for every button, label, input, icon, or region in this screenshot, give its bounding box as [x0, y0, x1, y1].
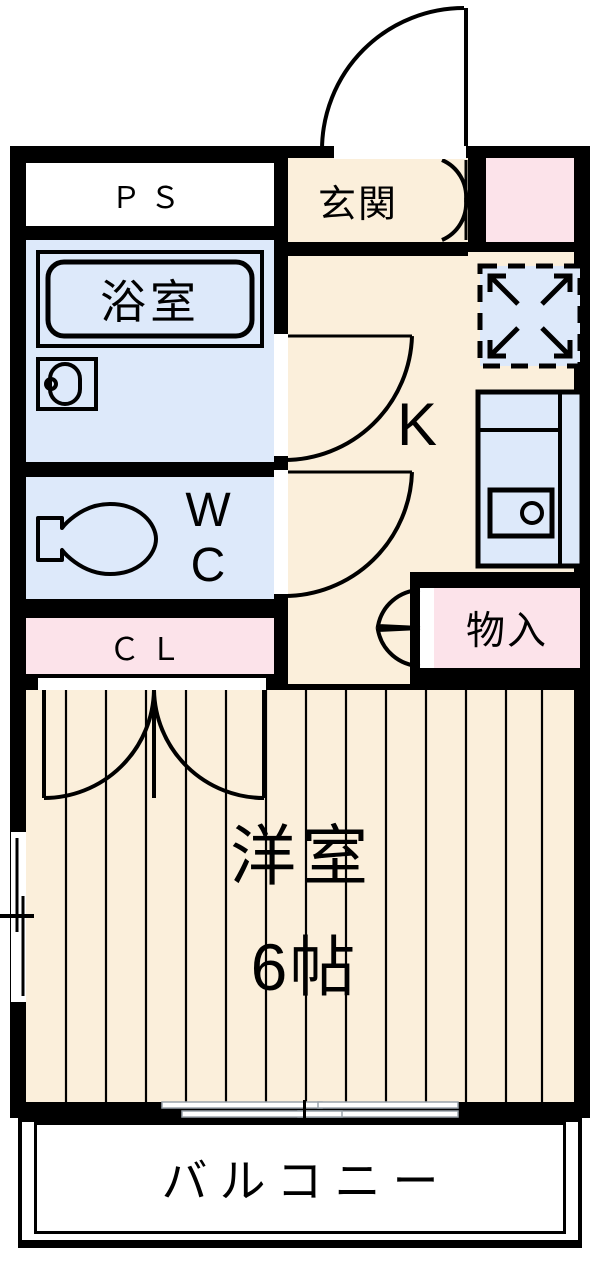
sliding-window-symbol — [0, 832, 34, 1002]
main-room-size: 6帖 — [250, 930, 358, 1004]
flooring-lines — [26, 690, 574, 1102]
sliding-glass-door-symbol — [161, 1100, 459, 1122]
balcony-bottom-rail — [18, 1240, 582, 1248]
entry-door-swing — [318, 4, 488, 151]
room-pipe-shaft: ＰＳ — [26, 163, 274, 226]
entrance-step-line-2 — [288, 252, 468, 256]
wc-door-opening — [274, 470, 288, 594]
washing-machine-space-symbol — [476, 262, 584, 370]
entrance-threshold — [334, 146, 466, 159]
entrance-step-line — [288, 244, 468, 249]
toilet-symbol — [34, 494, 162, 584]
kitchen-sink-symbol — [475, 389, 585, 569]
main-room-label: 洋室 — [230, 819, 374, 893]
room-balcony: バルコニー — [34, 1122, 566, 1234]
room-storage: 物入 — [434, 588, 580, 668]
storage-label: 物入 — [465, 610, 548, 653]
bathroom-label: 浴室 — [100, 276, 200, 328]
wc-door-swing — [282, 470, 416, 600]
balcony-door-center-mark — [303, 1100, 306, 1130]
balcony-label: バルコニー — [161, 1155, 451, 1207]
bathtub-symbol — [36, 250, 264, 348]
kitchen-label: K — [396, 390, 438, 458]
washbasin-symbol — [36, 357, 98, 411]
room-closet: ＣＬ — [26, 618, 274, 674]
storage-folding-door — [374, 588, 422, 668]
pipe-shaft-label: ＰＳ — [111, 181, 189, 215]
closet-door-track — [38, 678, 266, 690]
toilet-label-w: W — [185, 483, 231, 537]
toilet-label-c: C — [190, 538, 226, 592]
entrance-inner-door — [440, 158, 482, 242]
entrance-label: 玄関 — [317, 183, 398, 226]
room-main — [26, 690, 574, 1102]
closet-label: ＣＬ — [109, 631, 191, 667]
room-toilet — [26, 477, 274, 599]
room-bathroom — [26, 240, 274, 462]
shoe-closet — [486, 158, 574, 242]
bath-door-opening — [274, 334, 288, 456]
room-entrance: 玄関 — [288, 158, 468, 242]
bath-door-swing — [282, 334, 416, 464]
closet-double-door-swing — [42, 689, 266, 802]
storage-door-track — [420, 588, 434, 668]
